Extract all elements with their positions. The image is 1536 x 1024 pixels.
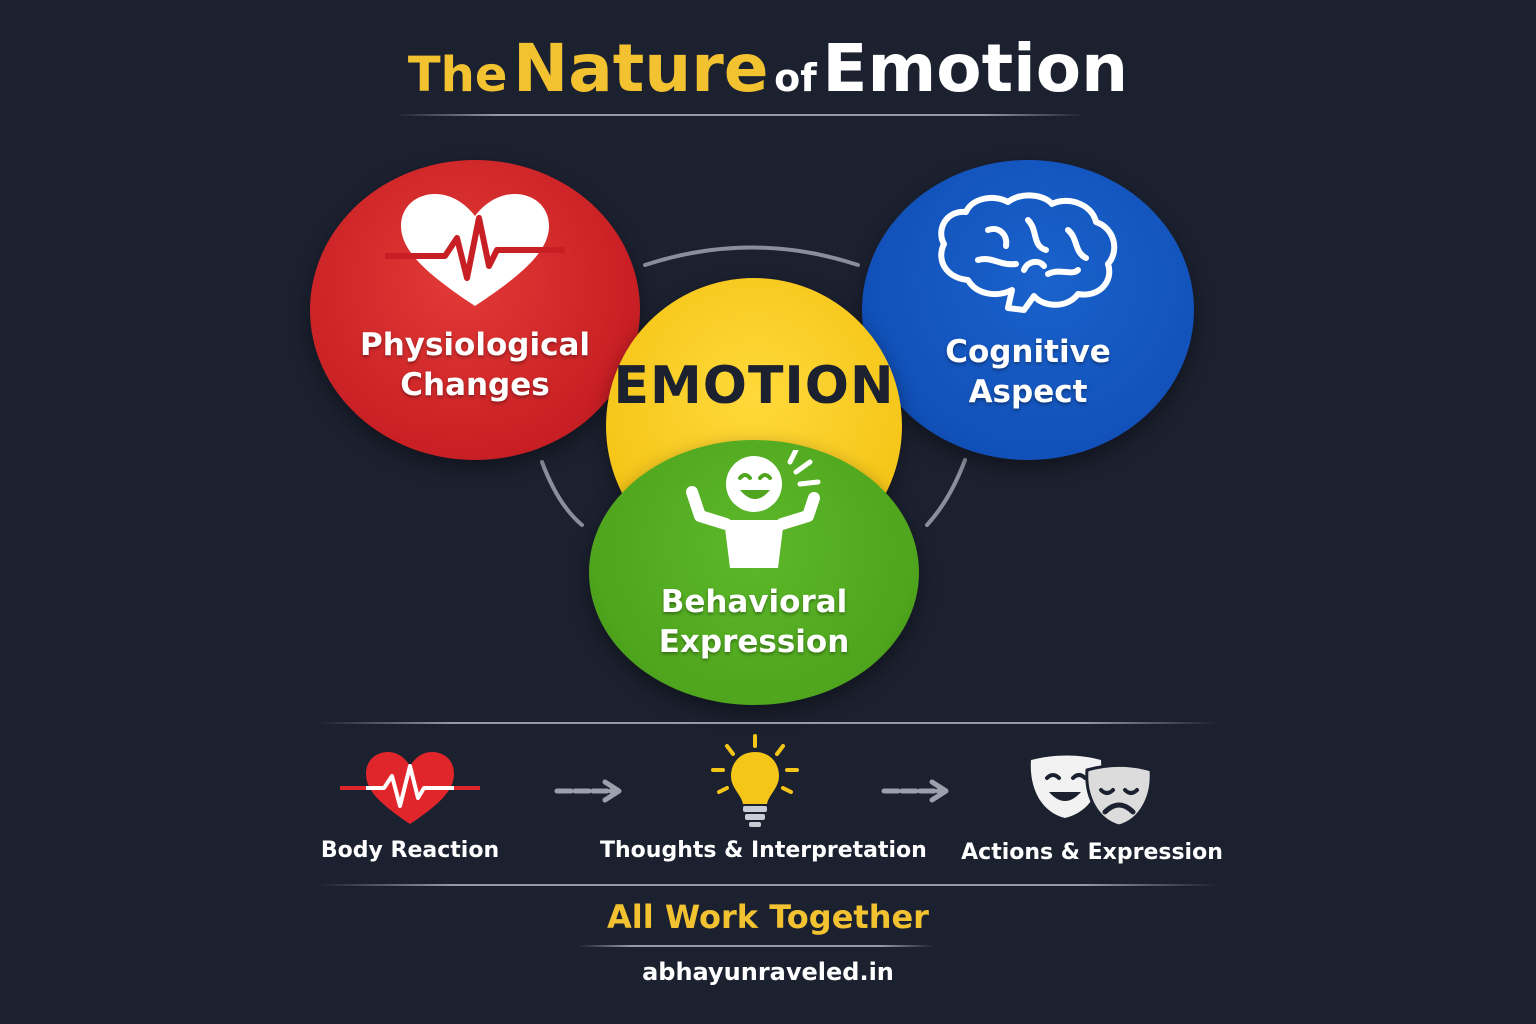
theater-masks-icon (1030, 755, 1153, 828)
title-word-the: The (407, 47, 508, 103)
title-word-of: of (774, 56, 817, 100)
physiological-line2: Changes (400, 367, 550, 403)
emotion-center-label: EMOTION (613, 356, 895, 416)
physiological-changes-circle: Physiological Changes (310, 160, 640, 460)
arrow-right-icon (881, 779, 949, 803)
title-word-emotion: Emotion (822, 30, 1129, 107)
physiological-line1: Physiological (359, 327, 591, 363)
tagline-underline (578, 945, 934, 947)
flow-bottom-divider (318, 884, 1218, 886)
laughing-person-icon (686, 450, 821, 568)
heart-pulse-icon (340, 752, 480, 824)
flow-step-body-reaction: Body Reaction (320, 838, 500, 863)
footer-site: abhayunraveled.in (642, 958, 894, 986)
arrow-right-icon (554, 779, 622, 803)
behavioral-line1: Behavioral (660, 584, 848, 620)
heart-pulse-icon (385, 194, 565, 306)
lightbulb-icon (711, 734, 799, 827)
behavioral-line2: Expression (658, 624, 850, 660)
tagline: All Work Together (607, 898, 929, 936)
flow-step-actions: Actions & Expression (961, 840, 1223, 865)
cognitive-aspect-circle: Cognitive Aspect (862, 160, 1194, 460)
title-word-nature: Nature (512, 30, 769, 107)
behavioral-expression-circle: Behavioral Expression (589, 440, 919, 705)
cognitive-line2: Aspect (968, 374, 1088, 410)
flow-step-thoughts: Thoughts & Interpretation (600, 838, 927, 863)
flow-top-divider (318, 722, 1218, 724)
physiological-label: Physiological Changes (310, 325, 640, 405)
cognitive-line1: Cognitive (945, 334, 1111, 370)
brain-icon (938, 192, 1118, 313)
title-divider (395, 114, 1085, 116)
behavioral-label: Behavioral Expression (589, 582, 919, 662)
cognitive-label: Cognitive Aspect (862, 332, 1194, 412)
page-title: The Nature of Emotion (0, 30, 1536, 107)
